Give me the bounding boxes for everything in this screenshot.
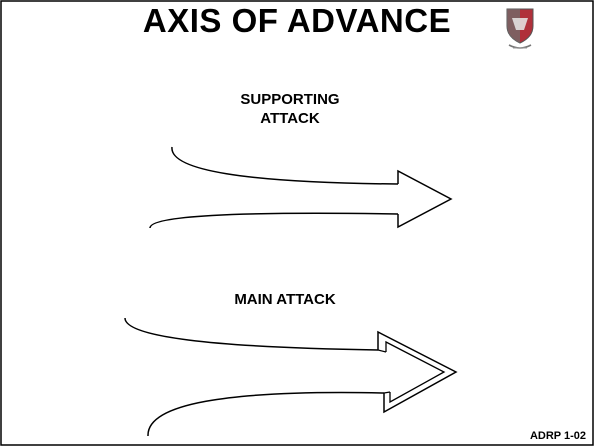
unit-crest-icon <box>506 8 534 49</box>
main-attack-label-line-1: MAIN ATTACK <box>234 291 336 308</box>
slide-title: AXIS OF ADVANCE <box>142 2 452 39</box>
supporting-attack-arrow <box>149 146 453 229</box>
supporting-attack-label: SUPPORTING ATTACK <box>205 90 375 128</box>
main-attack-arrow <box>124 317 458 437</box>
footer-reference: ADRP 1-02 <box>529 430 586 442</box>
supporting-attack-label-line-1: SUPPORTING <box>240 91 340 108</box>
main-attack-label: MAIN ATTACK <box>185 290 385 309</box>
supporting-attack-label-line-2: ATTACK <box>260 110 320 127</box>
